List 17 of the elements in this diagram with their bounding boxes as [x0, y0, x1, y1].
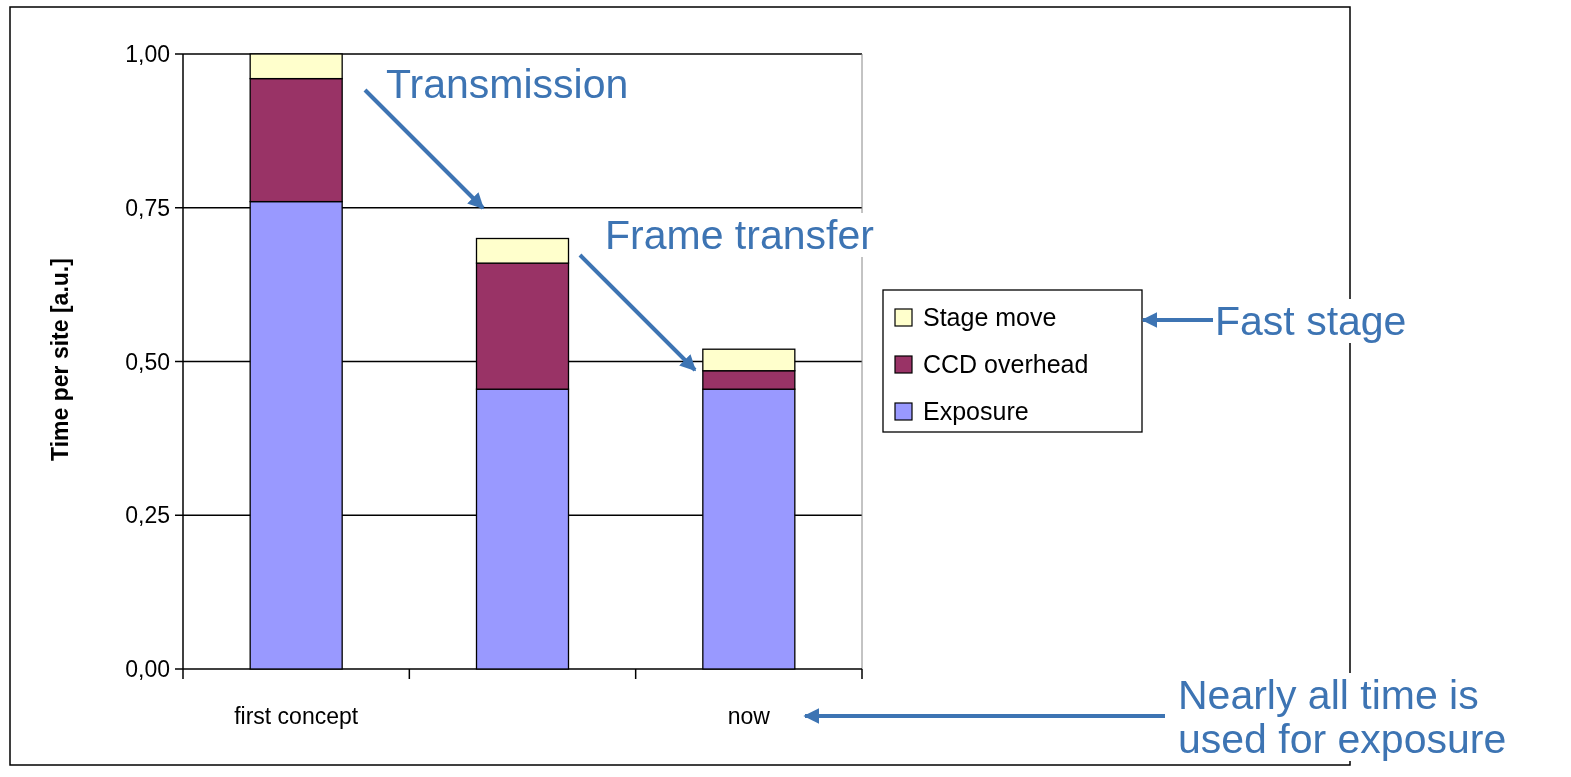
legend-label: Stage move: [923, 303, 1057, 332]
category-label: first concept: [233, 703, 360, 730]
tick-label: 0,00: [124, 656, 170, 683]
legend-label: CCD overhead: [923, 350, 1089, 379]
axis-title: Time per site [a.u.]: [46, 257, 74, 463]
tick-label: 0,75: [124, 194, 170, 222]
tick-label: 0,50: [124, 348, 170, 376]
arrow: [578, 253, 697, 372]
annotation-text: Fast stage: [1215, 299, 1407, 343]
annotation-text: Frame transfer: [605, 213, 874, 257]
tick-label: 1,00: [124, 41, 170, 68]
arrow: [803, 708, 1165, 724]
category-label: now: [726, 703, 771, 730]
arrow: [1141, 312, 1213, 328]
tick-label: 0,25: [124, 502, 170, 530]
legend-box: [882, 289, 1143, 433]
legend-label: Exposure: [923, 397, 1029, 426]
